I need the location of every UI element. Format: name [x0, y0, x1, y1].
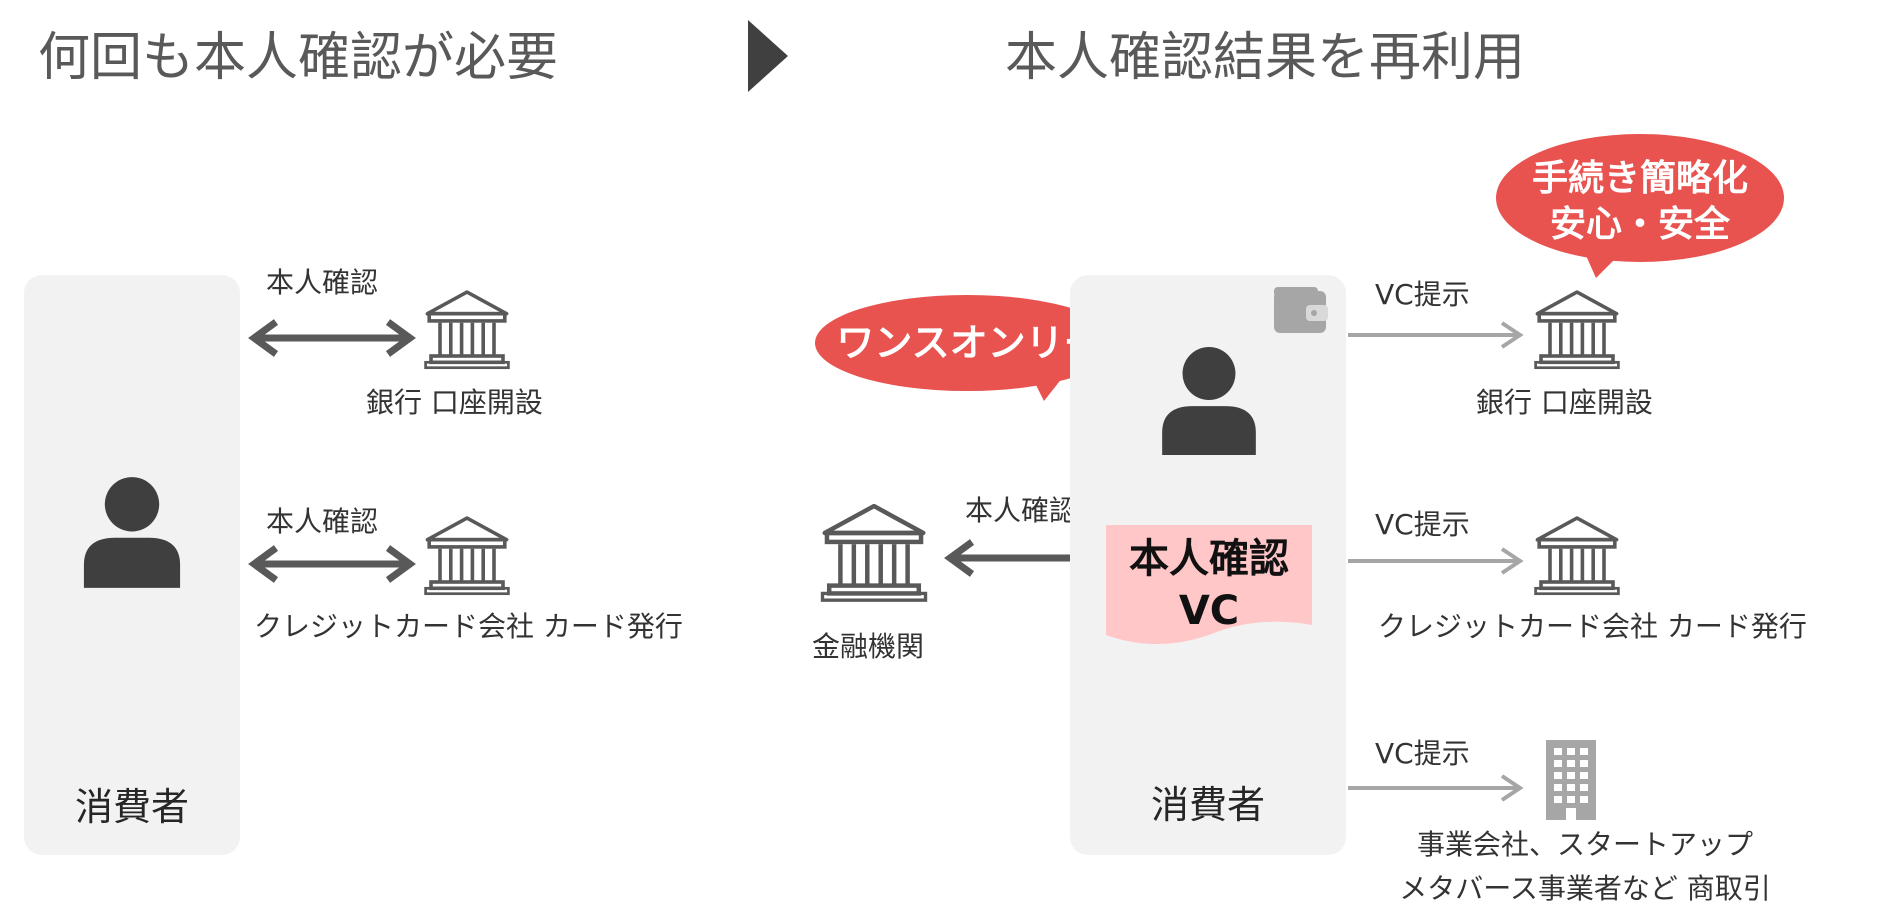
once-only-text: ワンスオンリー [836, 321, 1102, 365]
bank-caption-left: 銀行 口座開設 [366, 386, 543, 419]
double-arrow-1 [248, 319, 416, 357]
bank-icon [818, 500, 930, 604]
double-arrow-2 [248, 545, 416, 583]
light-arrow-3 [1348, 774, 1524, 802]
consumer-label-right: 消費者 [1150, 783, 1265, 827]
once-only-bubble [815, 295, 1119, 401]
business-caption-line-1: 事業会社、スタートアップ [1416, 828, 1753, 861]
vc-card [1106, 525, 1312, 644]
bank-icon [1532, 513, 1622, 597]
wallet-icon [1274, 287, 1328, 333]
person-icon [1156, 345, 1262, 457]
verify-label-2: 本人確認 [266, 505, 379, 538]
office-building-icon [1546, 740, 1596, 820]
benefit-line-1: 手続き簡略化 [1531, 158, 1748, 199]
light-arrow-2 [1348, 547, 1524, 575]
consumer-label-left: 消費者 [74, 785, 189, 829]
vc-present-label-1: VC提示 [1375, 278, 1470, 311]
bank-caption-right: 銀行 口座開設 [1476, 386, 1653, 419]
bank-icon [1532, 287, 1622, 371]
right-heading: 本人確認結果を再利用 [1005, 28, 1526, 88]
left-heading: 何回も本人確認が必要 [38, 28, 559, 88]
verify-label-1: 本人確認 [266, 266, 379, 299]
play-triangle-icon [748, 20, 788, 92]
card-caption-left: クレジットカード会社 カード発行 [254, 610, 683, 643]
benefit-bubble [1496, 134, 1784, 278]
benefit-line-2: 安心・安全 [1549, 204, 1730, 245]
light-arrow-1 [1348, 321, 1524, 349]
business-caption-line-2: メタバース事業者など 商取引 [1399, 872, 1771, 905]
verify-label-right: 本人確認 [965, 494, 1078, 527]
card-caption-right: クレジットカード会社 カード発行 [1378, 610, 1807, 643]
vc-card-subtitle: VC [1178, 588, 1240, 634]
vc-present-label-2: VC提示 [1375, 508, 1470, 541]
financial-institution-label: 金融機関 [812, 630, 925, 663]
bank-icon [422, 513, 512, 597]
vc-present-label-3: VC提示 [1375, 737, 1470, 770]
vc-card-title: 本人確認 [1129, 536, 1289, 582]
bank-icon [422, 287, 512, 371]
person-icon [78, 475, 186, 590]
